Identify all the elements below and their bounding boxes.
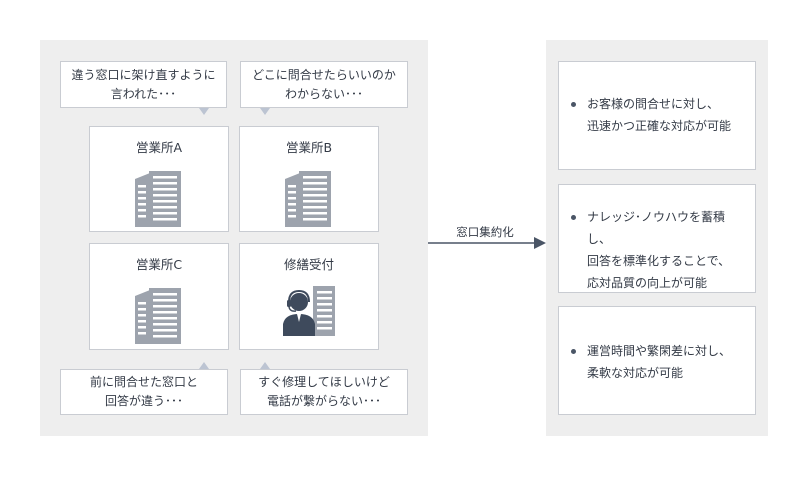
office-box-c: 営業所C <box>89 243 229 350</box>
benefit-text: 運営時間や繁閑差に対し、 柔軟な対応が可能 <box>587 344 732 380</box>
office-box-b: 営業所B <box>239 126 379 232</box>
complaint-bubble-different-answer: 前に問合せた窓口と 回答が違う･･･ <box>60 369 228 415</box>
benefit-box-flexibility: 運営時間や繁閑差に対し、 柔軟な対応が可能 <box>558 306 756 415</box>
complaint-text: 違う窓口に架け直すように 言われた･･･ <box>71 67 216 101</box>
office-box-a: 営業所A <box>89 126 229 232</box>
office-label: 営業所A <box>135 140 183 155</box>
office-label: 営業所B <box>285 140 333 155</box>
building-icon <box>135 171 181 227</box>
benefit-box-speed: お客様の問合せに対し、 迅速かつ正確な対応が可能 <box>558 61 756 170</box>
bubble-pointer <box>199 108 209 115</box>
complaint-bubble-transfer: 違う窓口に架け直すように 言われた･･･ <box>60 61 227 108</box>
complaint-text: すぐ修理してほしいけど 電話が繋がらない･･･ <box>258 375 390 408</box>
bubble-pointer <box>260 362 270 369</box>
bubble-pointer <box>199 362 209 369</box>
building-icon <box>285 171 331 227</box>
bullet-icon <box>571 215 576 220</box>
benefit-text: ナレッジ･ノウハウを蓄積し、 回答を標準化することで、 応対品質の向上が可能 <box>587 210 731 290</box>
office-label: 修繕受付 <box>283 257 334 272</box>
office-label: 営業所C <box>135 257 183 272</box>
complaint-bubble-where-to-ask: どこに問合せたらいいのか わからない･･･ <box>240 61 408 108</box>
building-icon <box>135 288 181 344</box>
operator-icon <box>283 286 335 336</box>
complaint-bubble-phone-busy: すぐ修理してほしいけど 電話が繋がらない･･･ <box>240 369 408 415</box>
arrow-label: 窓口集約化 <box>456 225 514 239</box>
right-arrow-icon <box>428 237 546 249</box>
bullet-icon <box>571 102 576 107</box>
benefit-box-quality: ナレッジ･ノウハウを蓄積し、 回答を標準化することで、 応対品質の向上が可能 <box>558 184 756 293</box>
bullet-icon <box>571 349 576 354</box>
benefit-text: お客様の問合せに対し、 迅速かつ正確な対応が可能 <box>587 97 732 133</box>
complaint-text: どこに問合せたらいいのか わからない･･･ <box>252 67 396 101</box>
complaint-text: 前に問合せた窓口と 回答が違う･･･ <box>89 375 198 408</box>
office-box-repair-desk: 修繕受付 <box>239 243 379 350</box>
bubble-pointer <box>260 108 270 115</box>
